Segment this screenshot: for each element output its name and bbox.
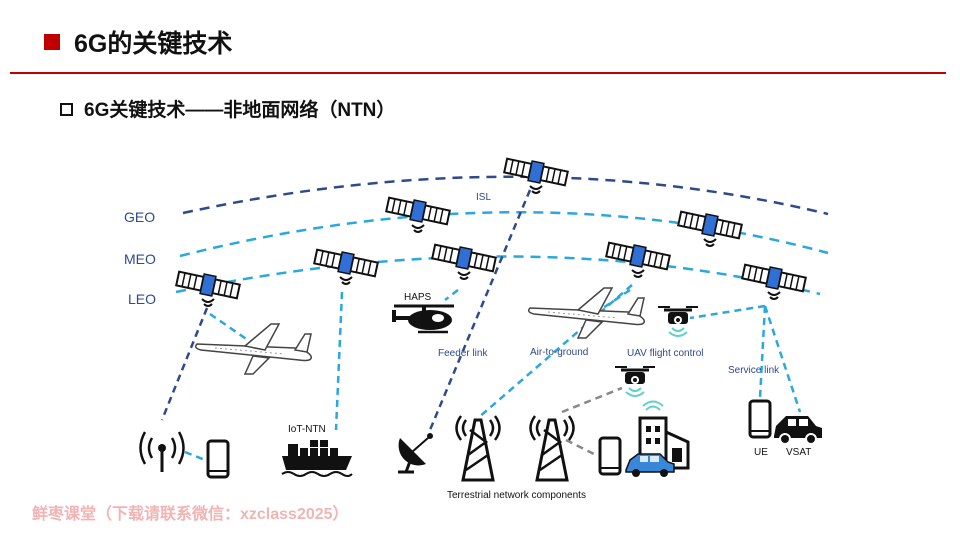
leo-label: LEO (128, 291, 156, 307)
vsat-label: VSAT (786, 447, 811, 458)
title-bar: 6G的关键技术 (0, 0, 960, 76)
title-divider (10, 72, 946, 74)
airplane-icon (194, 323, 312, 375)
meo-satellite-icon (384, 193, 452, 233)
iot-ntn-link (334, 291, 344, 431)
sat-uav-link (689, 304, 766, 320)
uav-drone-icon (613, 365, 657, 386)
geo-orbit (182, 175, 829, 216)
section-subtitle: 6G关键技术——非地面网络（NTN） (84, 100, 396, 121)
leo-satellite-icon (740, 260, 808, 300)
ue-label: UE (754, 447, 768, 458)
leo-satellite-icon (312, 245, 380, 285)
user-phone-link (184, 450, 206, 462)
page-title: 6G的关键技术 (74, 30, 233, 58)
cell-tower-icon (455, 414, 501, 482)
haps-label: HAPS (404, 292, 432, 303)
leo-satellite-icon (430, 240, 498, 280)
cargo-ship-icon (281, 440, 353, 477)
service-link-ue (758, 305, 767, 399)
watermark: 鲜枣课堂（下载请联系微信：xzclass2025） (32, 506, 349, 523)
terrestrial-label: Terrestrial network components (447, 490, 586, 501)
subtitle-bullet (60, 103, 73, 116)
feeder-link-label: Feeder link (438, 348, 488, 359)
leo-plane-link (209, 312, 256, 347)
ue-phone-icon (748, 399, 772, 439)
airplane-icon (527, 287, 645, 339)
cell-tower-icon (529, 414, 575, 482)
meo-label: MEO (124, 251, 156, 267)
air-to-ground-label: Air-to-ground (530, 347, 588, 358)
leo-user-link (160, 307, 209, 421)
title-bullet (44, 34, 60, 50)
tower-phone-link (565, 438, 597, 457)
air-to-ground-link (477, 284, 633, 419)
links (160, 189, 802, 462)
geo-satellite-icon (502, 154, 570, 194)
leo-satellite-icon (174, 267, 242, 307)
vsat-car-icon (774, 416, 822, 445)
leo-satellite-icon (604, 238, 672, 278)
meo-satellite-icon (676, 207, 744, 247)
satellite-dish-icon (398, 433, 433, 474)
isl-label: ISL (476, 192, 491, 203)
leo-orbit (175, 255, 821, 296)
antenna-user-icon (139, 431, 185, 472)
iot-ntn-label: IoT-NTN (288, 424, 326, 435)
tower-uav-link (561, 386, 623, 414)
haps-helicopter-icon (392, 304, 454, 334)
uav-drone-icon (656, 305, 700, 326)
uav-flight-control-label: UAV flight control (627, 348, 704, 359)
service-link-vsat (763, 305, 802, 413)
feeder-link (428, 189, 532, 431)
haps-link (444, 289, 459, 301)
phone-icon (598, 436, 622, 476)
phone-icon (206, 439, 230, 479)
wifi-signal-icon (625, 327, 688, 411)
car-icon (625, 453, 675, 477)
service-link-label: Service link (728, 365, 780, 376)
sat-plane-link (599, 288, 631, 312)
geo-label: GEO (124, 209, 155, 225)
